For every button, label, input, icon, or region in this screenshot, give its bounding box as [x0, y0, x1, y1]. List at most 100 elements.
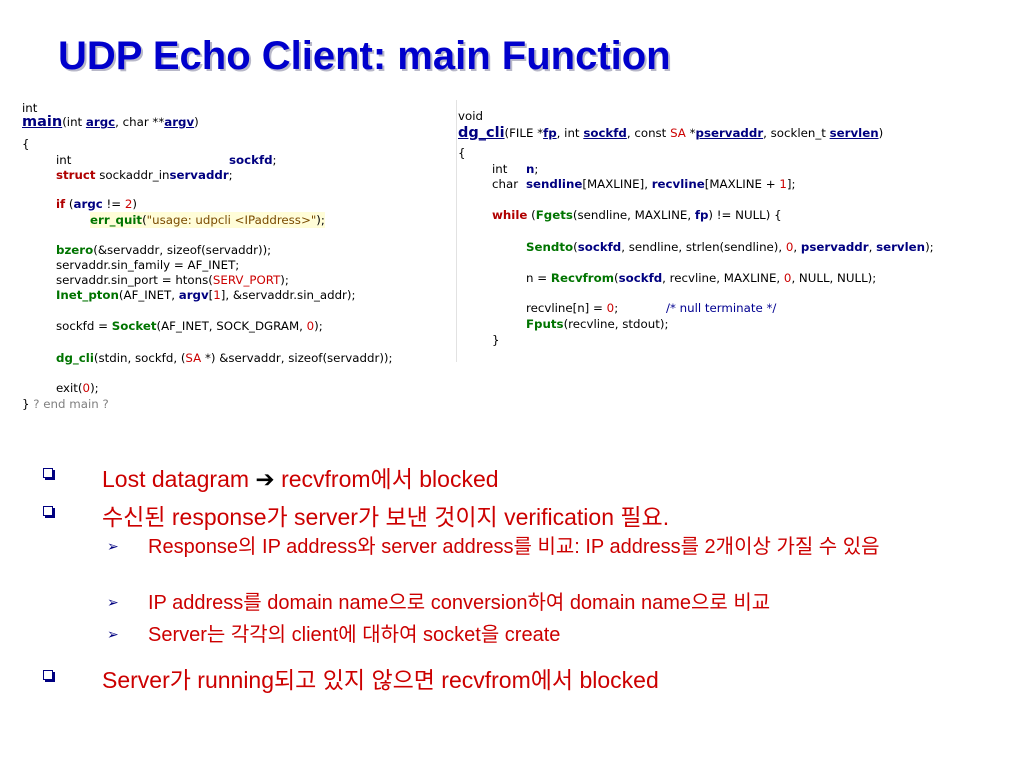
- square-bullet-icon: [43, 506, 53, 516]
- code-divider: [456, 100, 457, 362]
- param-argv: argv: [164, 115, 195, 129]
- code-line: recvline[n] = 0;: [526, 300, 618, 316]
- code-line: } ? end main ?: [22, 396, 109, 412]
- code-text: ) != NULL) {: [708, 208, 782, 222]
- code-line: err_quit("usage: udpcli <IPaddress>");: [90, 212, 325, 228]
- arrow-bullet-icon: ➢: [107, 595, 119, 611]
- code-text: );: [90, 381, 99, 395]
- code-text: );: [314, 319, 323, 333]
- code-text: ;: [272, 153, 277, 167]
- bullet-item: Lost datagram ➔ recvfrom에서 blocked: [102, 460, 499, 494]
- param-sockfd: sockfd: [583, 126, 627, 140]
- code-text: , socklen_t: [763, 126, 830, 140]
- code-line: /* null terminate */: [666, 300, 776, 316]
- code-text: (recvline, stdout);: [563, 317, 669, 331]
- code-type: int: [492, 162, 508, 176]
- call-err-quit: err_quit: [90, 213, 143, 227]
- number-literal: 0: [606, 301, 615, 315]
- code-line: Inet_pton(AF_INET, argv[1], &servaddr.si…: [56, 287, 356, 303]
- var-sendline: sendline: [526, 177, 583, 191]
- code-text: exit(: [56, 381, 83, 395]
- keyword-if: if: [56, 197, 66, 211]
- code-text: );: [280, 273, 289, 287]
- code-line: {: [458, 145, 466, 161]
- param-pservaddr: pservaddr: [695, 126, 764, 140]
- number-literal: 0: [785, 240, 794, 254]
- code-text: );: [925, 240, 934, 254]
- var-servlen: servlen: [876, 240, 926, 254]
- code-line: int: [56, 152, 71, 168]
- code-text: sockfd =: [56, 319, 112, 333]
- call-fgets: Fgets: [535, 208, 573, 222]
- bullet-text: recvfrom에서 blocked: [274, 466, 499, 492]
- constant-serv-port: SERV_PORT: [212, 273, 281, 287]
- code-text: ;: [228, 168, 233, 182]
- code-text: ], &servaddr.sin_addr);: [220, 288, 356, 302]
- code-text: ;: [534, 162, 539, 176]
- code-line: dg_cli(FILE *fp, int sockfd, const SA *p…: [458, 125, 883, 141]
- call-dg-cli: dg_cli: [56, 351, 94, 365]
- param-argc: argc: [85, 115, 116, 129]
- code-text: , char **: [115, 115, 165, 129]
- call-bzero: bzero: [56, 243, 94, 257]
- code-text: (stdin, sockfd, (: [93, 351, 186, 365]
- code-text: [MAXLINE +: [704, 177, 780, 191]
- var-pservaddr: pservaddr: [800, 240, 869, 254]
- code-text: , NULL, NULL);: [791, 271, 877, 285]
- number-literal: 1: [213, 288, 221, 302]
- code-text: (: [614, 271, 619, 285]
- code-text: (AF_INET,: [118, 288, 179, 302]
- code-line: n = Recvfrom(sockfd, recvline, MAXLINE, …: [526, 270, 876, 286]
- code-line: }: [492, 332, 500, 348]
- code-line: bzero(&servaddr, sizeof(servaddr));: [56, 242, 271, 258]
- code-type: int: [22, 101, 38, 115]
- var-argv: argv: [178, 288, 209, 302]
- param-servlen: servlen: [829, 126, 879, 140]
- code-text: servaddr.sin_port = htons(: [56, 273, 213, 287]
- call-inet-pton: Inet_pton: [56, 288, 119, 302]
- code-line: main(int argc, char **argv): [22, 114, 199, 130]
- keyword-while: while: [492, 208, 528, 222]
- code-text: , int: [556, 126, 584, 140]
- code-line: dg_cli(stdin, sockfd, (SA *) &servaddr, …: [56, 350, 393, 366]
- arrow-icon: ➔: [255, 466, 275, 492]
- sub-bullet-item: Server는 각각의 client에 대하여 socket을 create: [148, 624, 561, 646]
- code-brace: }: [22, 397, 30, 411]
- code-text: , recvline, MAXLINE,: [662, 271, 784, 285]
- call-sendto: Sendto: [526, 240, 574, 254]
- code-text: (int: [62, 115, 86, 129]
- code-text: (FILE *: [504, 126, 544, 140]
- code-text: ,: [793, 240, 801, 254]
- var-sockfd: sockfd: [618, 271, 663, 285]
- code-text: !=: [102, 197, 125, 211]
- code-text: (: [527, 208, 536, 222]
- keyword-struct: struct: [56, 168, 96, 182]
- function-name-main: main: [22, 114, 63, 130]
- code-text: ): [878, 126, 884, 140]
- main-function-code: int main(int argc, char **argv) { int so…: [22, 100, 462, 414]
- sub-bullet-item: Response의 IP address와 server address를 비교…: [148, 536, 880, 558]
- call-recvfrom: Recvfrom: [550, 271, 614, 285]
- code-line: sendline[MAXLINE], recvline[MAXLINE + 1]…: [526, 176, 795, 192]
- code-line: n;: [526, 161, 538, 177]
- code-line: Sendto(sockfd, sendline, strlen(sendline…: [526, 239, 934, 255]
- code-line: int: [22, 100, 37, 116]
- var-n: n: [526, 162, 535, 176]
- code-line: exit(0);: [56, 380, 99, 396]
- code-line: struct sockaddr_inservaddr;: [56, 167, 233, 183]
- code-text: , const: [626, 126, 671, 140]
- bullet-text: Lost datagram: [102, 466, 256, 492]
- code-text: (&servaddr, sizeof(servaddr));: [93, 243, 272, 257]
- code-line: int: [492, 161, 507, 177]
- call-socket: Socket: [111, 319, 157, 333]
- code-text: sockaddr_in: [95, 168, 170, 182]
- code-line: servaddr.sin_port = htons(SERV_PORT);: [56, 272, 289, 288]
- code-text: ): [194, 115, 199, 129]
- number-literal: 0: [783, 271, 792, 285]
- var-fp: fp: [694, 208, 709, 222]
- number-literal: 2: [124, 197, 133, 211]
- code-text: (: [573, 240, 578, 254]
- var-argc: argc: [73, 197, 103, 211]
- code-text: ];: [786, 177, 796, 191]
- code-text: (sendline, MAXLINE,: [572, 208, 695, 222]
